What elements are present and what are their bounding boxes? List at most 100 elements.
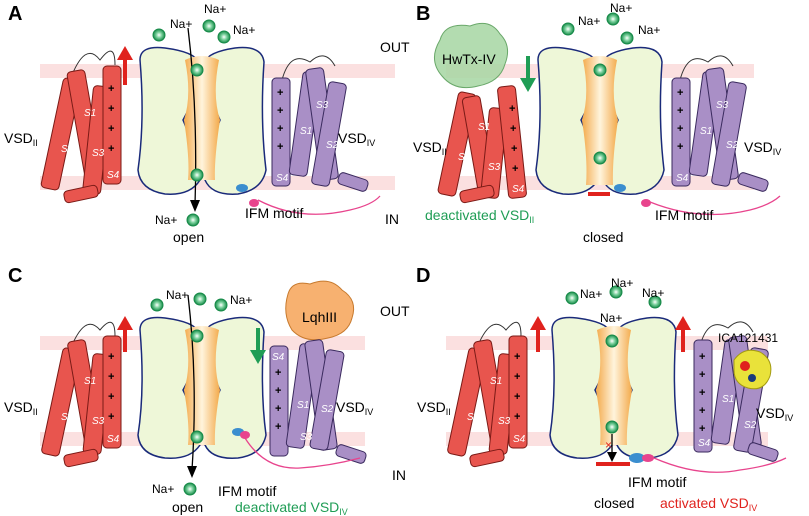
lqhiii-toxin [285,280,355,341]
seg-label: S3 [716,100,729,111]
activated-label: activated VSDIV [660,495,757,513]
down-arrow-head [250,350,266,364]
deactivated-label: deactivated VSDIV [235,499,348,516]
na-label: Na+ [578,14,600,28]
panel-d: D OUT IN ++++ S2 S1 S3 S4 VSDII [380,265,793,513]
panel-b: B OUT IN HwTx-IV ++++ S2 S1 S3 S4 VSDII [380,1,781,245]
in-label: IN [385,211,399,227]
vsd-iv-label: VSDIV [338,130,375,148]
na-label: Na+ [152,482,174,496]
ifm-receptor [236,184,248,192]
vsd-iv-helices: ++++ S4 S1 S3 S2 [271,55,369,192]
svg-text:+: + [275,403,281,415]
seg-label: S2 [321,404,334,415]
ifm-particle [642,454,654,462]
in-label: IN [392,467,406,483]
vsd-ii-helices: ++++ S2 S1 S3 S4 [447,321,528,468]
na-ion [609,285,623,299]
seg-label: S2 [744,420,757,431]
na-label: Na+ [600,311,622,325]
seg-label: S1 [84,376,96,387]
seg-label: S4 [513,434,526,445]
ifm-linker [244,437,361,469]
seg-label: S3 [92,416,105,427]
svg-text:+: + [277,123,283,135]
na-ion [193,292,207,306]
svg-text:+: + [277,87,283,99]
ifm-linker [653,457,787,473]
svg-text:+: + [512,163,518,175]
svg-text:+: + [108,351,114,363]
na-label: Na+ [638,23,660,37]
svg-text:+: + [514,391,520,403]
na-label: Na+ [204,2,226,16]
na-ion [593,63,607,77]
out-label: OUT [380,39,410,55]
na-ion [183,482,197,496]
state-label: open [172,499,203,515]
na-label: Na+ [611,276,633,290]
seg-label: S1 [300,126,312,137]
block-mark: × [605,438,612,452]
ifm-linker [257,195,381,215]
svg-text:+: + [275,385,281,397]
state-label: closed [594,495,634,511]
seg-label: S3 [488,162,501,173]
pore-domain [549,316,679,459]
seg-label: S1 [297,400,309,411]
svg-text:+: + [108,371,114,383]
svg-text:+: + [677,141,683,153]
hwtx-toxin [434,22,509,89]
seg-label: S2 [726,140,739,151]
svg-text:+: + [677,123,683,135]
vsd-ii-label: VSDII [4,399,38,417]
svg-text:+: + [275,421,281,433]
ion-path-arrowhead [187,466,197,478]
toxin-label: HwTx-IV [442,51,496,67]
svg-text:+: + [699,405,705,417]
seg-label: S4 [276,173,289,184]
up-arrow-head [117,316,133,330]
svg-text:+: + [677,105,683,117]
na-ion [217,30,231,44]
na-ion [593,151,607,165]
seg-label: S4 [272,352,285,363]
svg-text:+: + [511,143,517,155]
na-ion [152,28,166,42]
na-ion [648,295,662,309]
na-ion [606,12,620,26]
seg-label: S4 [512,184,525,195]
gate-closed-bar [588,192,610,196]
svg-text:+: + [514,411,520,423]
svg-text:+: + [699,423,705,435]
seg-label: S2 [458,152,471,163]
panel-label-d: D [416,265,430,287]
svg-text:+: + [510,123,516,135]
seg-label: S1 [700,126,712,137]
toxin-label: LqhIII [302,309,337,325]
ion-path-arrowhead [190,200,200,212]
na-ion [190,329,204,343]
na-label: Na+ [230,293,252,307]
panel-label-c: C [8,265,22,287]
blocked-ion-arrowhead [607,452,617,462]
svg-text:+: + [108,411,114,423]
panel-label-a: A [8,3,22,25]
vsd-ii-label: VSDII [413,139,447,157]
ica-drug [733,349,772,390]
svg-text:+: + [277,105,283,117]
seg-label: S1 [490,376,502,387]
na-label: Na+ [610,1,632,15]
up-arrow-head [675,316,691,330]
ifm-particle [641,199,651,207]
vsd-iv-label: VSDIV [756,405,793,423]
ifm-label: IFM motif [218,483,276,499]
svg-text:+: + [699,369,705,381]
ion-path [187,294,195,471]
svg-text:+: + [699,387,705,399]
vsd-ii-helices: ++++ S2 S1 S3 S4 [40,50,122,204]
seg-label: S3 [300,432,313,443]
vsd-iv-helices: ++++ S4 S1 S3 S2 [671,55,769,192]
na-label: Na+ [155,213,177,227]
drug-label: ICA121431 [718,331,778,345]
